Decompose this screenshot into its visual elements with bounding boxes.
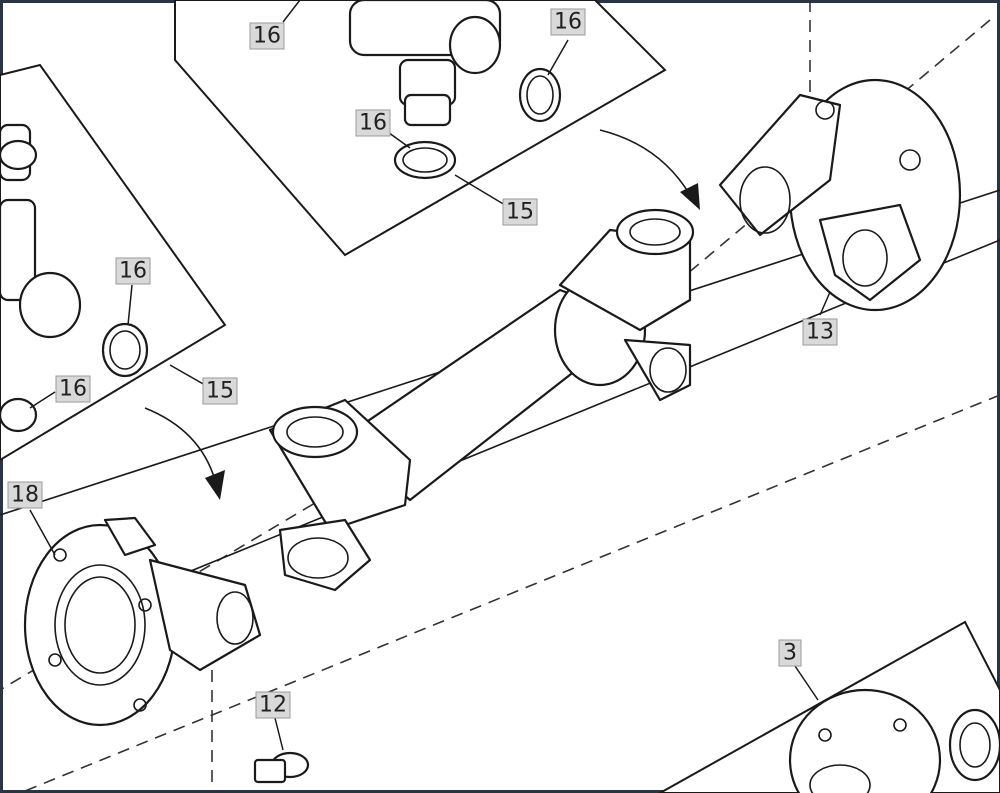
leader-c3 (794, 665, 819, 701)
flange-yoke-13 (718, 78, 962, 312)
callout-text: 3 (783, 641, 797, 666)
leader-c15a (454, 174, 506, 206)
callout-c15a: 15 (502, 198, 538, 226)
callout-text: 16 (554, 10, 582, 35)
snap-ring-upper-a (518, 67, 562, 123)
leader-c16d (127, 284, 133, 326)
callout-text: 16 (59, 377, 87, 402)
callout-c12: 12 (255, 691, 291, 719)
leader-c12 (274, 717, 284, 751)
callout-text: 16 (119, 259, 147, 284)
callout-text: 12 (259, 693, 287, 718)
snap-ring-left-a (101, 322, 149, 378)
callout-c16c: 16 (355, 109, 391, 137)
flange-3 (788, 688, 1000, 793)
callout-c15b: 15 (202, 377, 238, 405)
callout-text: 16 (359, 111, 387, 136)
callout-text: 18 (11, 483, 39, 508)
callout-c18: 18 (7, 481, 43, 509)
callout-text: 15 (206, 379, 234, 404)
flange-yoke-18 (23, 516, 262, 727)
callout-c16a: 16 (249, 22, 285, 50)
inset-panel-left (0, 63, 227, 462)
callout-c16b: 16 (550, 8, 586, 36)
arrow-upper (599, 129, 700, 210)
callout-text: 13 (806, 320, 834, 345)
callout-text: 15 (506, 200, 534, 225)
bolt-12 (253, 751, 310, 784)
snap-ring-left-c (0, 139, 38, 171)
leader-c13 (819, 291, 831, 316)
callout-text: 16 (253, 24, 281, 49)
callout-c13: 13 (802, 318, 838, 346)
leader-c15b (169, 364, 206, 386)
callout-c3: 3 (778, 639, 802, 667)
callout-c16e: 16 (55, 375, 91, 403)
callout-labels: 16 16 16 15 16 16 15 13 18 12 3 (7, 8, 838, 719)
universal-joint-cross-upper (348, 0, 502, 127)
leader-c16b (547, 39, 569, 76)
leader-c18 (29, 509, 56, 556)
snap-ring-upper-b (393, 140, 457, 180)
shaft-yoke-left (268, 398, 412, 592)
inset-panel-upper (174, 0, 667, 257)
leader-c16a (282, 0, 301, 23)
axis-line-lower (19, 394, 1000, 793)
shaft-yoke-right (558, 208, 695, 402)
arrow-left (144, 407, 225, 500)
snap-ring-left-b (0, 397, 38, 433)
callout-c16d: 16 (115, 257, 151, 285)
leader-c16e (29, 391, 56, 409)
